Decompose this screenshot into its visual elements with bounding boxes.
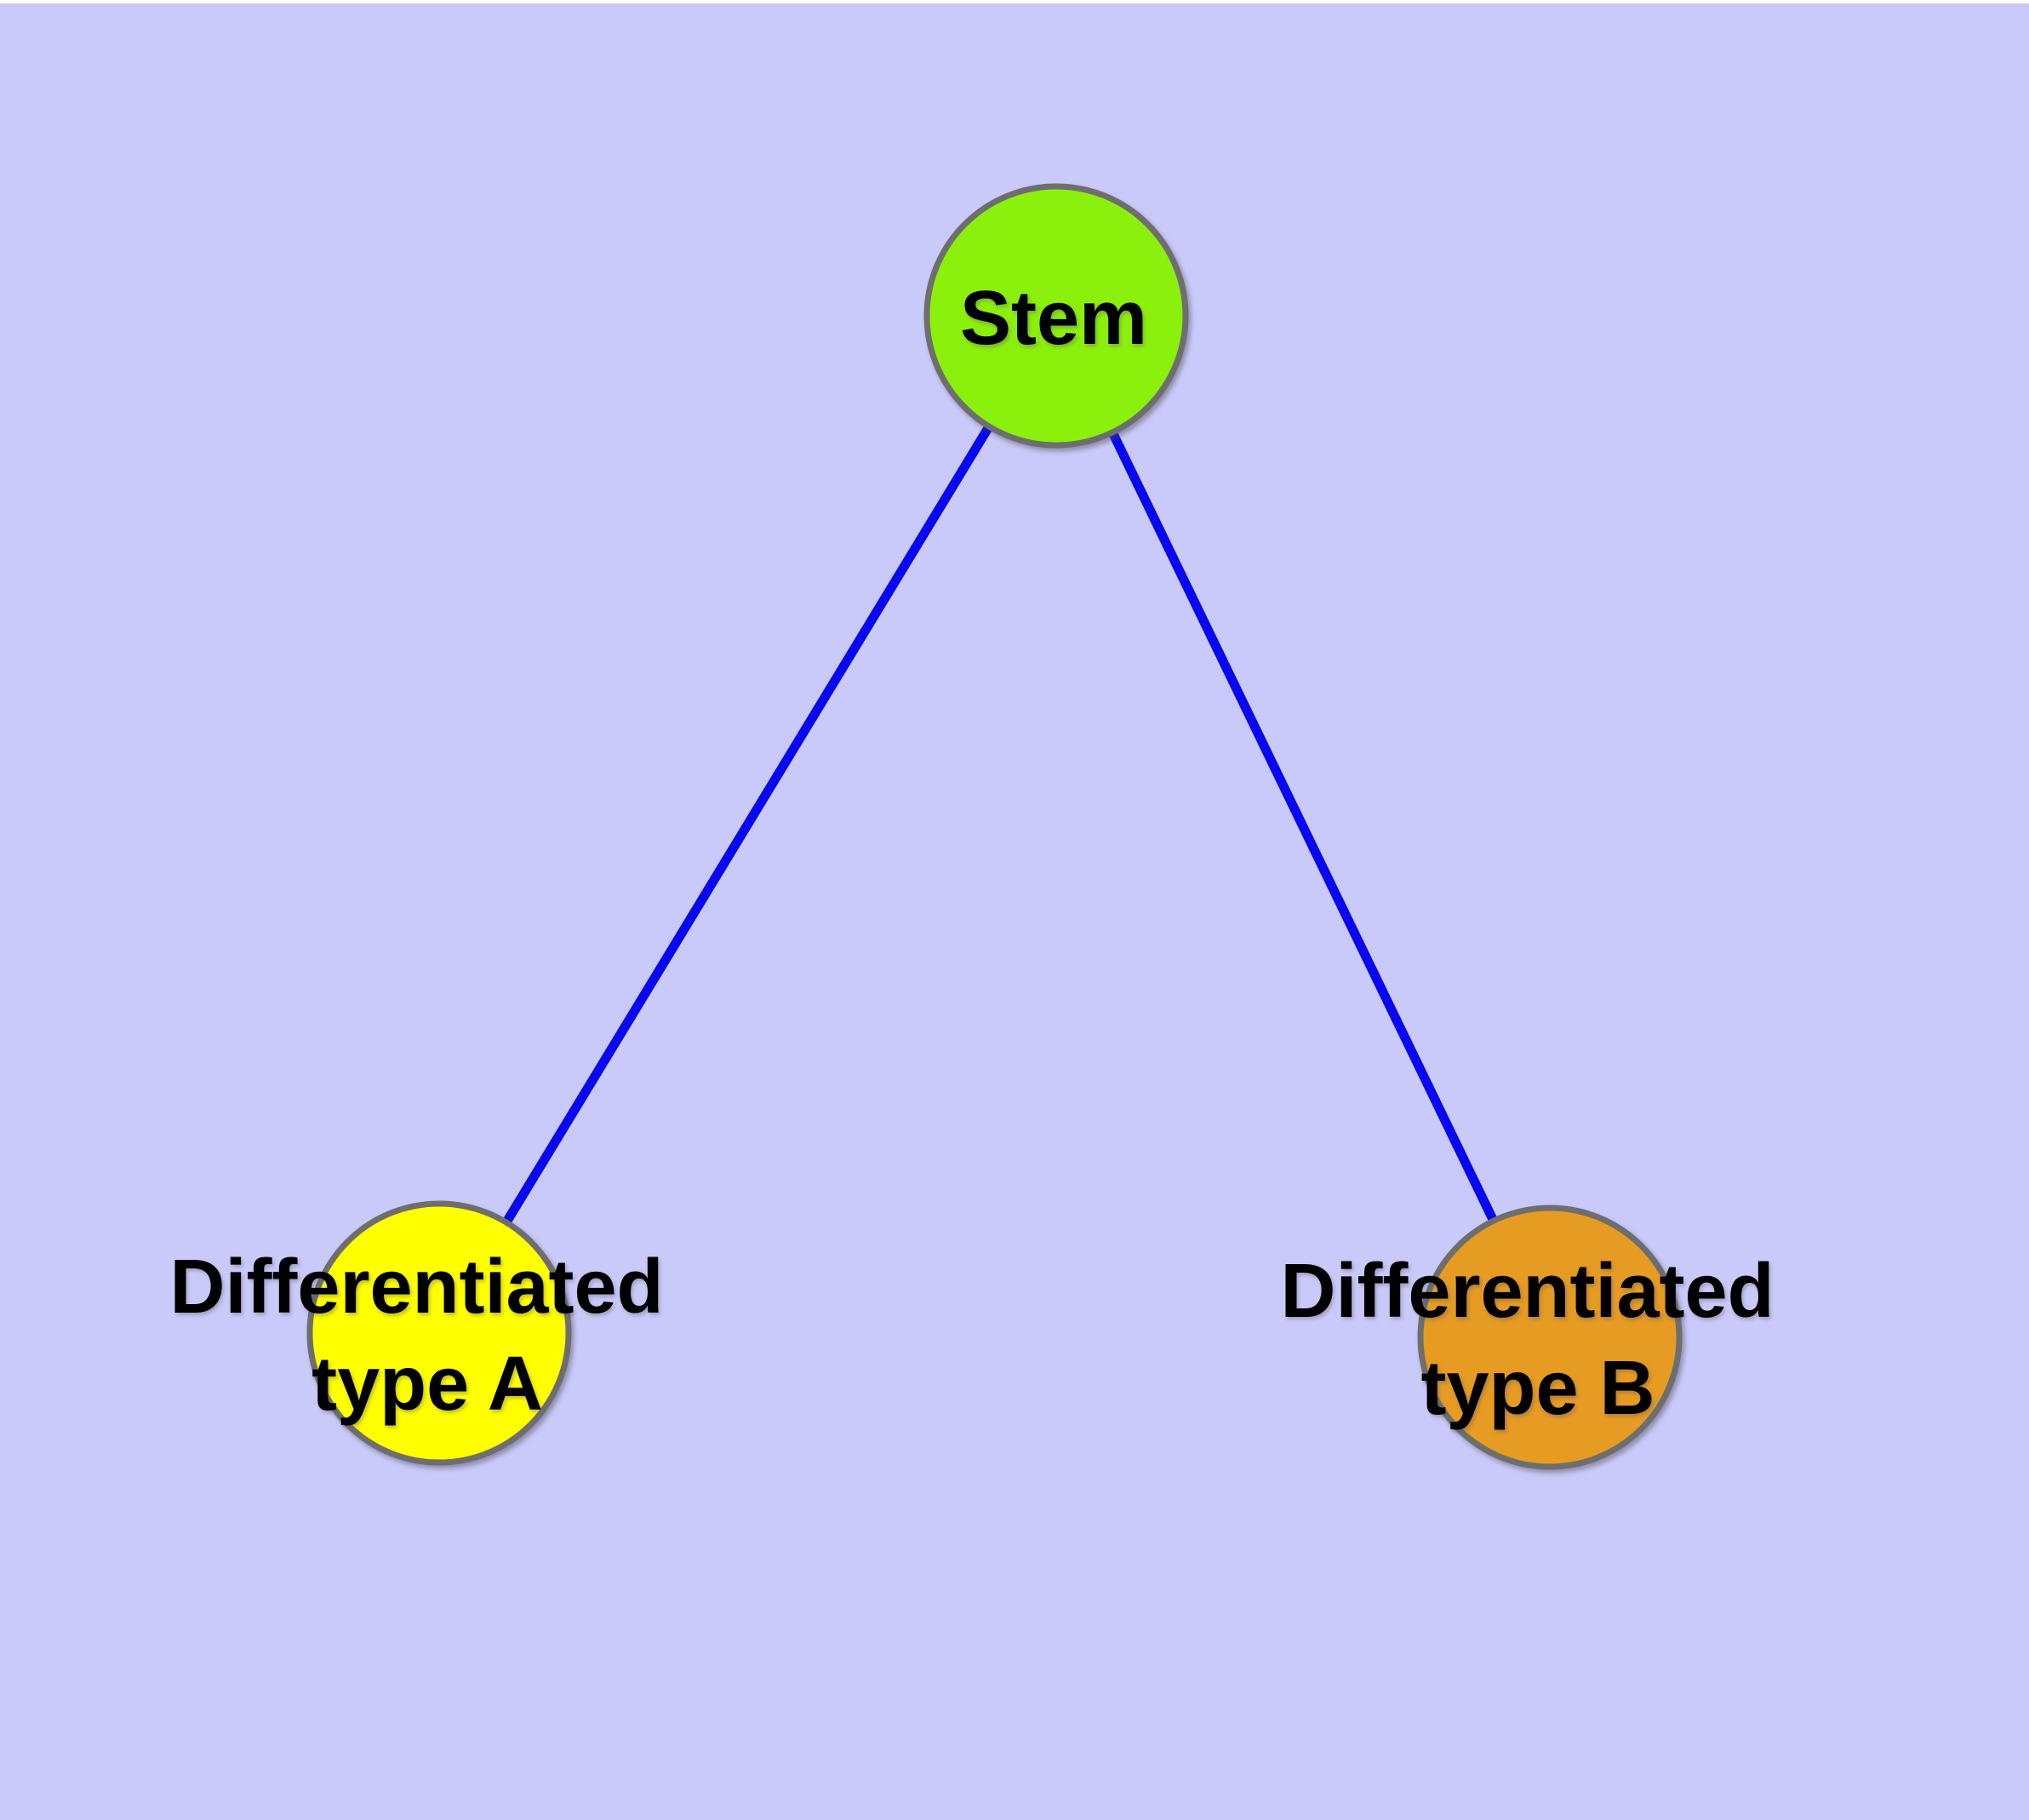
node-stem[interactable]: Stem — [923, 183, 1189, 449]
edge-stem-to-type-a — [435, 313, 1060, 1336]
node-type-a-circle[interactable] — [306, 1200, 572, 1466]
node-type-b-circle[interactable] — [1417, 1205, 1683, 1470]
node-stem-label: Stem — [960, 276, 1147, 361]
node-type-a-label-line-2: type A — [311, 1342, 543, 1427]
node-type-b-label-line-1: Differentiated — [1280, 1249, 1774, 1334]
node-type-a-label-line-1: Differentiated — [169, 1245, 663, 1330]
node-differentiated-type-b[interactable]: Differentiated type B — [1280, 1205, 1795, 1470]
edge-group — [435, 313, 1554, 1340]
node-differentiated-type-a[interactable]: Differentiated type A — [169, 1200, 684, 1466]
node-type-b-label: Differentiated type B — [1280, 1249, 1795, 1431]
node-stem-circle[interactable] — [923, 183, 1189, 449]
window-top-edge — [0, 0, 2029, 3]
node-type-b-label-line-2: type B — [1420, 1346, 1655, 1431]
node-type-a-label: Differentiated type A — [169, 1245, 684, 1427]
edge-stem-to-type-b — [1052, 313, 1554, 1340]
